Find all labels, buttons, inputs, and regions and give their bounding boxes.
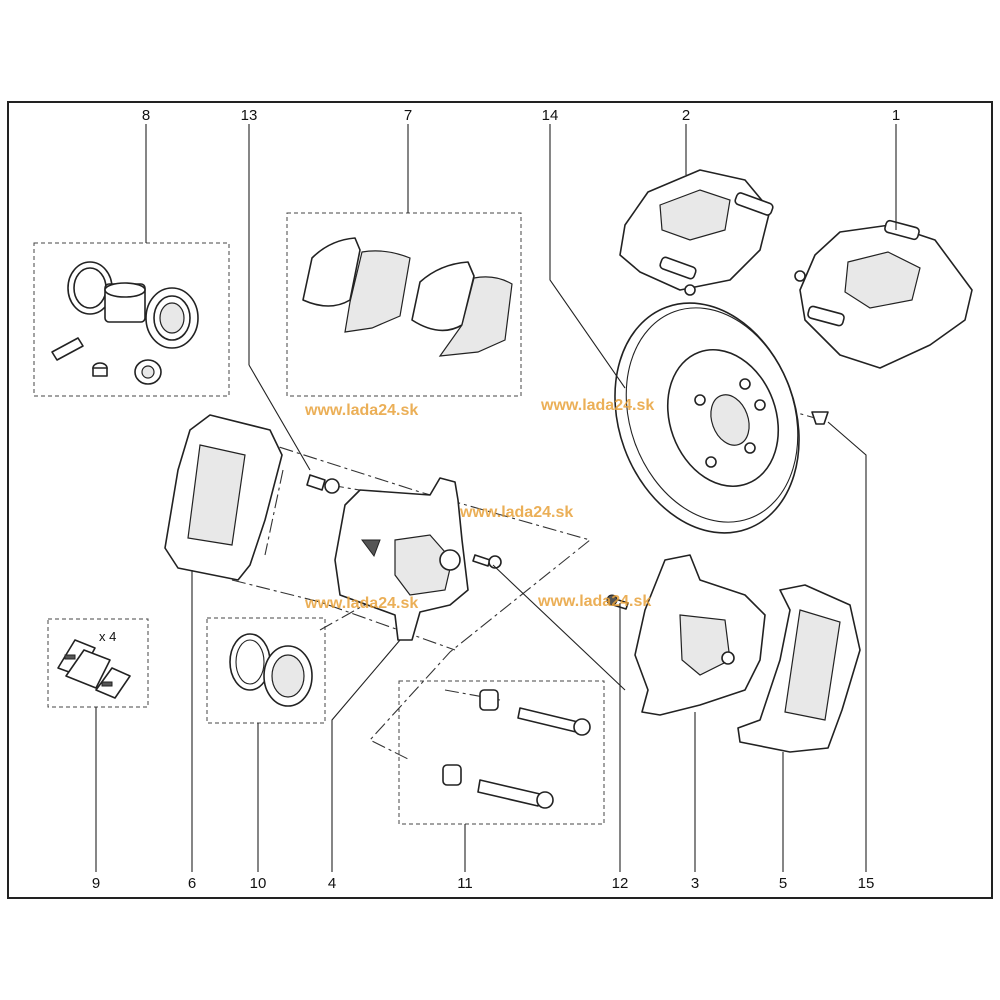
piston-kit-illustration — [51, 261, 199, 385]
watermark-text: www.lada24.sk — [459, 504, 573, 521]
quantity-note: x 4 — [99, 629, 116, 644]
callout-11: 11 — [457, 875, 473, 892]
caliper-1-illustration — [794, 219, 973, 369]
callout-12: 12 — [612, 875, 629, 892]
watermark-text: www.lada24.sk — [304, 402, 418, 419]
disc-screw-illustration — [811, 411, 829, 425]
brake-pads-illustration — [302, 237, 513, 357]
callout-10: 10 — [250, 875, 267, 892]
callout-labels: 1 2 14 7 13 8 9 6 10 4 11 12 3 5 15 — [92, 107, 900, 892]
seal-kit-illustration — [229, 633, 313, 707]
callout-5: 5 — [779, 875, 787, 892]
watermark-text: www.lada24.sk — [537, 593, 651, 610]
watermark-text: www.lada24.sk — [304, 595, 418, 612]
watermarks: www.lada24.sk www.lada24.sk www.lada24.s… — [304, 397, 654, 612]
diagram-frame — [7, 101, 993, 899]
group-box-piston-kit — [33, 242, 230, 397]
caliper-bracket-6-illustration — [164, 414, 283, 581]
caliper-body-4-illustration — [334, 477, 469, 641]
group-box-brake-pads — [286, 212, 522, 397]
caliper-2-illustration — [619, 169, 774, 296]
callout-15: 15 — [858, 875, 875, 892]
watermark-text: www.lada24.sk — [540, 397, 654, 414]
callout-7: 7 — [404, 107, 412, 124]
caliper-body-3-illustration — [634, 554, 766, 716]
callout-13: 13 — [241, 107, 258, 124]
caliper-bracket-5-illustration — [737, 584, 861, 753]
callout-6: 6 — [188, 875, 196, 892]
clip-kit-illustration — [57, 639, 131, 699]
group-box-guide-pins — [398, 680, 605, 825]
callout-14: 14 — [542, 107, 559, 124]
callout-3: 3 — [691, 875, 699, 892]
callout-4: 4 — [328, 875, 336, 892]
guide-pins-illustration — [442, 689, 591, 809]
bolts-illustration — [306, 474, 629, 610]
callout-1: 1 — [892, 107, 900, 124]
callout-9: 9 — [92, 875, 100, 892]
callout-2: 2 — [682, 107, 690, 124]
brake-disc-illustration — [614, 302, 800, 534]
group-box-seal-kit — [206, 617, 326, 724]
callout-8: 8 — [142, 107, 150, 124]
leader-lines — [95, 124, 897, 872]
group-box-clip-kit — [47, 618, 149, 708]
